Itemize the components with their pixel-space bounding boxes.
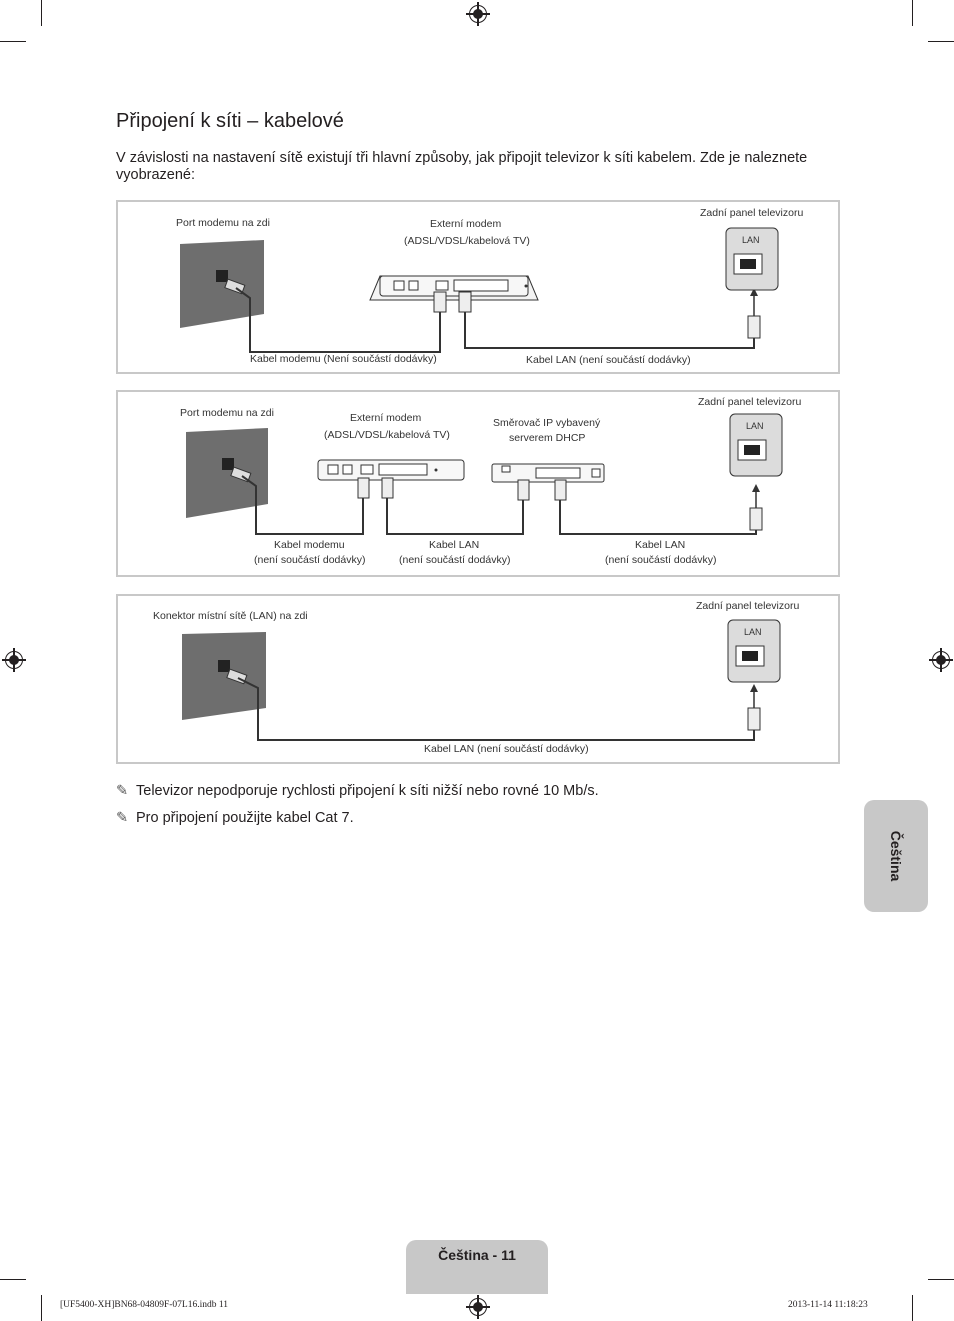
intro-text: V závislosti na nastavení sítě existují … [116, 150, 808, 183]
modem-cable-label: Kabel modemu (Není součástí dodávky) [250, 353, 437, 365]
registration-mark-icon [2, 648, 26, 672]
wall-lan-label: Konektor místní sítě (LAN) na zdi [153, 610, 308, 622]
diagram-graphic [180, 227, 779, 353]
page-number: Čeština - 11 [438, 1247, 516, 1263]
diagram-graphic [186, 413, 783, 535]
note-cable: ✎ Pro připojení použijte kabel Cat 7. [116, 810, 354, 826]
wall-port-label: Port modemu na zdi [180, 407, 274, 419]
pencil-note-icon: ✎ [116, 783, 129, 799]
diagram-modem-direct: Port modemu na zdi Externí modem (ADSL/V… [116, 200, 840, 374]
note-text: Pro připojení použijte kabel Cat 7. [136, 810, 354, 826]
lan-port-label: LAN [742, 235, 760, 245]
crop-mark [0, 41, 26, 42]
crop-mark [928, 1279, 954, 1280]
print-slug-right: 2013-11-14 11:18:23 [788, 1300, 868, 1310]
lan-cable-label-line1: Kabel LAN [429, 539, 480, 551]
lan-cable-label-line2: (není součástí dodávky) [605, 554, 717, 566]
registration-mark-icon [929, 648, 953, 672]
tv-panel-label: Zadní panel televizoru [698, 396, 802, 408]
lan-cable-label-line2: (není součástí dodávky) [399, 554, 511, 566]
section-title: Připojení k síti – kabelové [116, 110, 344, 132]
crop-mark [41, 1295, 42, 1321]
modem-cable-label-line1: Kabel modemu [274, 539, 345, 551]
print-slug-left: [UF5400-XH]BN68-04809F-07L16.indb 11 [60, 1300, 229, 1310]
registration-mark-icon [466, 1295, 490, 1319]
crop-mark [912, 1295, 913, 1321]
router-label-line2: serverem DHCP [509, 432, 586, 444]
tv-panel-label: Zadní panel televizoru [696, 600, 800, 612]
router-label-line1: Směrovač IP vybavený [493, 417, 601, 429]
registration-mark-icon [466, 2, 490, 26]
modem-label-line1: Externí modem [430, 218, 502, 230]
language-tab-label: Čeština [888, 830, 904, 882]
diagram-wall-lan: Konektor místní sítě (LAN) na zdi Zadní … [116, 594, 840, 764]
modem-label-line1: Externí modem [350, 412, 422, 424]
lan-cable-label-line1: Kabel LAN [635, 539, 686, 551]
note-speed: ✎ Televizor nepodporuje rychlosti připoje… [116, 783, 599, 799]
pencil-note-icon: ✎ [116, 810, 129, 826]
tv-panel-label: Zadní panel televizoru [700, 207, 804, 219]
crop-mark [0, 1279, 26, 1280]
wall-port-label: Port modemu na zdi [176, 217, 270, 229]
modem-cable-label-line2: (není součástí dodávky) [254, 554, 366, 566]
language-tab: Čeština [864, 800, 928, 912]
diagram-modem-router: Port modemu na zdi Externí modem (ADSL/V… [116, 390, 840, 577]
modem-label-line2: (ADSL/VDSL/kabelová TV) [404, 235, 530, 247]
crop-mark [912, 0, 913, 26]
lan-cable-label: Kabel LAN (není součástí dodávky) [526, 354, 691, 366]
modem-label-line2: (ADSL/VDSL/kabelová TV) [324, 429, 450, 441]
crop-mark [41, 0, 42, 26]
diagram-graphic [182, 619, 781, 741]
note-text: Televizor nepodporuje rychlosti připojen… [136, 783, 599, 799]
crop-mark [928, 41, 954, 42]
page-number-tab: Čeština - 11 [406, 1240, 548, 1294]
lan-port-label: LAN [746, 421, 764, 431]
lan-port-label: LAN [744, 627, 762, 637]
lan-cable-label: Kabel LAN (není součástí dodávky) [424, 743, 589, 755]
